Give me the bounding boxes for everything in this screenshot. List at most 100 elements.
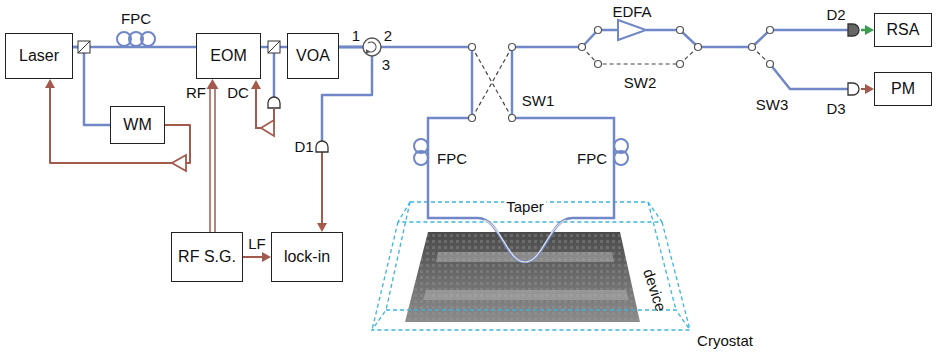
switch-port	[595, 27, 602, 34]
box-label: WM	[123, 116, 151, 134]
switch-port	[469, 115, 476, 122]
part-label: SW3	[756, 97, 789, 112]
part-label: D1	[294, 139, 313, 154]
arrow-head	[262, 252, 271, 262]
arrow-head	[207, 79, 219, 89]
box-label: Laser	[19, 47, 59, 65]
signal-label: RF	[186, 85, 206, 100]
part-label: D2	[826, 7, 845, 22]
instrument-box: Laser	[5, 33, 73, 79]
circulator-arrow	[368, 42, 376, 52]
switch-port	[767, 27, 774, 34]
fiber	[273, 53, 276, 97]
device-texture	[405, 232, 640, 322]
part-label: EDFA	[612, 4, 651, 19]
cryostat-edge	[372, 222, 398, 330]
connector	[243, 252, 271, 262]
fiber	[512, 46, 582, 49]
instrument-box: EOM	[196, 33, 261, 79]
connector	[339, 47, 874, 94]
part-label: 3	[382, 57, 390, 72]
part-label: D3	[826, 101, 845, 116]
switch-ports	[469, 27, 774, 122]
connector-line	[50, 87, 190, 163]
arrow-head	[45, 79, 55, 88]
switch-port	[595, 61, 602, 68]
rf-cable	[209, 88, 211, 232]
taper-fiber	[484, 220, 566, 262]
photodetector	[316, 141, 328, 152]
amplifier-symbol	[172, 155, 186, 171]
switch-port	[749, 44, 756, 51]
connector-line	[73, 47, 110, 125]
box-label: PM	[891, 80, 915, 98]
arrow-head	[251, 80, 261, 89]
connector-line	[339, 46, 363, 49]
connector	[45, 79, 190, 163]
instrument-box: lock-in	[271, 232, 343, 282]
arrow-head	[865, 84, 874, 94]
fiber	[381, 46, 472, 49]
fiber	[511, 47, 514, 118]
instrument-box: WM	[110, 106, 165, 144]
connector	[207, 79, 219, 232]
fpc-loops	[117, 32, 155, 46]
instrument-box: RSA	[874, 13, 932, 47]
switch-path	[472, 47, 512, 118]
connector-line	[339, 46, 363, 49]
connector-line	[321, 152, 323, 224]
switch-port	[469, 44, 476, 51]
fiber	[770, 64, 848, 89]
connector-line	[243, 256, 263, 258]
cryostat-edge	[386, 202, 410, 310]
beam-splitter-diagonal	[78, 41, 90, 53]
part-label: SW1	[522, 93, 555, 108]
box-label: lock-in	[284, 248, 330, 266]
cryostat-edge	[662, 222, 690, 330]
part-label: 1	[352, 28, 360, 43]
photodetector	[268, 97, 280, 108]
instrument-box: PM	[874, 72, 932, 106]
beam-splitter-diagonal	[268, 41, 280, 53]
arrow-head	[865, 25, 874, 35]
connector	[73, 47, 110, 125]
part-label: FPC	[437, 151, 467, 166]
feedback-wire	[256, 88, 260, 128]
amplifier-symbol	[618, 20, 646, 40]
instrument-box: RF S.G.	[171, 232, 243, 282]
fpc-loops	[414, 139, 628, 165]
signal-label: LF	[248, 236, 266, 251]
amplifier-symbol	[261, 120, 274, 136]
switch-port	[579, 44, 586, 51]
switch-port	[509, 44, 516, 51]
box-label: RSA	[887, 21, 920, 39]
beam-splitter	[268, 41, 280, 53]
connector	[339, 25, 874, 47]
part-label: FPC	[577, 151, 607, 166]
part-label: Taper	[504, 199, 546, 214]
circulator-arrow-head	[366, 49, 370, 54]
switch-port	[509, 115, 516, 122]
fiber	[752, 30, 848, 47]
switch-port	[767, 61, 774, 68]
fiber-loop	[428, 118, 614, 262]
part-label: 2	[384, 28, 392, 43]
connector-line	[339, 46, 363, 49]
box-label: EOM	[210, 47, 246, 65]
circulator	[363, 38, 381, 56]
device-stripe	[436, 252, 614, 262]
part-label: DC	[227, 85, 249, 100]
box-label: RF S.G.	[178, 248, 236, 266]
connector-line	[861, 88, 866, 90]
part-label: SW2	[624, 75, 657, 90]
switch-port	[677, 61, 684, 68]
box-label: VOA	[296, 47, 330, 65]
device-chip	[405, 232, 640, 322]
fpc-loop	[414, 151, 428, 165]
fpc-loop	[141, 32, 155, 46]
photodetector	[848, 83, 859, 95]
photodetector	[848, 24, 859, 36]
switch-port	[677, 27, 684, 34]
switch-port	[695, 44, 702, 51]
